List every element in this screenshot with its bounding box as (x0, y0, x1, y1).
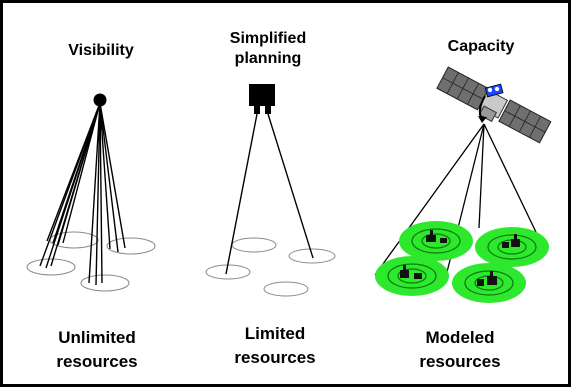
caption-line: resources (234, 348, 316, 367)
panel-visibility-caption: Unlimited resources (42, 326, 152, 374)
panel-capacity-title: Capacity (436, 37, 526, 57)
vehicle-icon (502, 234, 520, 248)
satellite-icon (436, 66, 552, 144)
panel-simplified-planning (205, 84, 336, 297)
panel-planning-footprints (205, 237, 336, 297)
panel-simplified-planning-caption: Limited resources (220, 322, 330, 370)
caption-line: resources (56, 352, 138, 371)
resource-zone (452, 263, 526, 303)
ball-sensor-icon (93, 93, 107, 107)
title-line: planning (234, 50, 302, 67)
title-line: Simplified (229, 30, 307, 47)
panel-simplified-planning-title: Simplified planning (214, 29, 322, 69)
footprint-ellipse (288, 248, 336, 264)
resource-zone (399, 221, 473, 261)
caption-line: Modeled (425, 328, 495, 347)
vehicle-icon (426, 230, 447, 243)
footprint-ellipse (231, 237, 277, 253)
footprint-ellipse (106, 237, 156, 255)
panel-visibility-title: Visibility (60, 41, 142, 61)
panel-capacity-caption: Modeled resources (405, 326, 515, 374)
camera-sensor-icon (249, 84, 275, 114)
title-line: Visibility (68, 42, 134, 59)
vehicle-icon (400, 265, 422, 279)
panel-capacity (374, 66, 552, 303)
footprint-ellipse (263, 281, 309, 297)
caption-line: resources (419, 352, 501, 371)
resource-zone (375, 256, 449, 296)
panel-visibility (26, 93, 156, 292)
panel-visibility-sight-lines (39, 102, 126, 286)
title-line: Capacity (447, 38, 515, 55)
footprint-ellipse (80, 274, 130, 292)
footprint-ellipse (26, 258, 76, 276)
panel-planning-sight-lines (225, 113, 314, 275)
resource-zone (475, 227, 549, 267)
panel-visibility-footprints (26, 231, 156, 292)
caption-line: Limited (244, 324, 306, 343)
caption-line: Unlimited (58, 328, 136, 347)
vehicle-icon (477, 271, 497, 286)
